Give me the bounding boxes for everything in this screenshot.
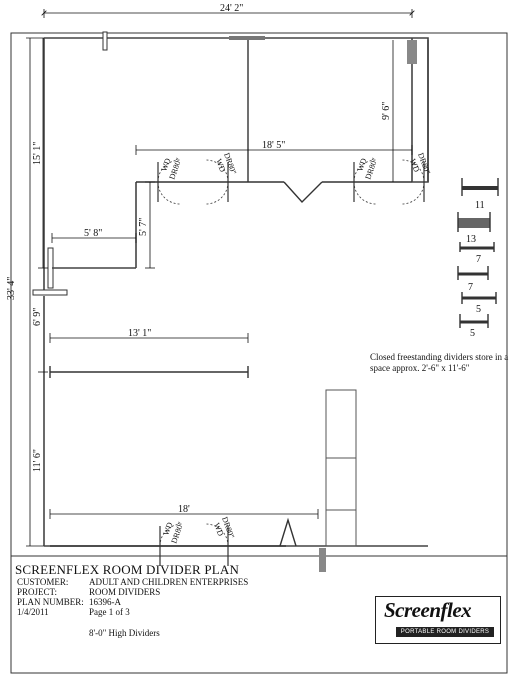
screenflex-logo: Screenflex PORTABLE ROOM DIVIDERS [375, 596, 501, 644]
stored-divider-label: 5 [470, 328, 475, 339]
plan-title: SCREENFLEX ROOM DIVIDER PLAN [15, 562, 240, 577]
door-labels-upper: WD DR80" WD DR80" WD DR80" WD DR80" [159, 152, 432, 181]
stored-divider-label: 11 [475, 200, 485, 211]
customer-value: ADULT AND CHILDREN ENTERPRISES [89, 577, 249, 587]
plan-number-value: 16396-A [89, 597, 121, 607]
project-value: ROOM DIVIDERS [89, 587, 161, 597]
stored-divider-5b: 5 [459, 314, 489, 339]
counter-outline [325, 389, 357, 547]
door-swings-upper [157, 159, 425, 205]
door-jamb-left [32, 289, 68, 296]
storage-note: Closed freestanding dividers store in a … [370, 352, 509, 373]
wd-label: WD [408, 158, 421, 174]
stair-hatch-bottom [319, 548, 326, 572]
project-label: PROJECT: [17, 587, 58, 597]
stair-hatch [407, 40, 417, 64]
stored-divider-label: 7 [468, 282, 473, 293]
dim-alcove-width: 5' 8" [84, 228, 102, 239]
dim-right-upper: 9' 6" [381, 102, 392, 120]
wd-label: WD [212, 522, 225, 538]
logo-wordmark: Screenflex [384, 598, 472, 622]
door-swings-lower [159, 523, 229, 547]
dim-mid-span: 13' 1" [128, 328, 151, 339]
wd-label: WD [161, 521, 174, 537]
stored-dividers: 11 13 7 7 5 5 [457, 178, 499, 339]
stored-divider-7: 7 [459, 242, 495, 265]
stored-divider-11: 11 [461, 178, 499, 211]
stored-divider-label: 5 [476, 304, 481, 315]
door-jamb-top [102, 31, 108, 51]
dim-top-width: 24' 2" [220, 3, 243, 14]
customer-label: CUSTOMER: [17, 577, 69, 587]
dim-left-total: 33' 4" [6, 277, 17, 300]
dim-left-lower: 11' 6" [32, 449, 43, 472]
alcove-walls [52, 182, 137, 269]
logo-tagline: PORTABLE ROOM DIVIDERS [396, 627, 494, 637]
wd-label: WD [159, 157, 172, 173]
stored-divider-label: 13 [466, 234, 476, 245]
wd-label: WD [355, 157, 368, 173]
stored-divider-label: 7 [476, 254, 481, 265]
door-labels-lower: WD DR80" WD DR80" [161, 516, 236, 545]
title-block: SCREENFLEX ROOM DIVIDER PLAN CUSTOMER: A… [11, 556, 507, 673]
upper-divider-run [136, 40, 412, 204]
dim-alcove-depth: 5' 7" [138, 218, 149, 236]
sheet-border [10, 32, 508, 674]
room-walls [43, 37, 429, 547]
dim-bottom-span: 18' [178, 504, 190, 515]
plan-date: 1/4/2011 [17, 607, 49, 617]
dim-left-upper: 15' 1" [32, 142, 43, 165]
dim-left-middle: 6' 9" [32, 308, 43, 326]
door-leaves-upper [157, 162, 425, 202]
stored-divider-5: 5 [461, 292, 497, 315]
door-leaves-lower [159, 526, 229, 566]
plan-number-label: PLAN NUMBER: [17, 597, 84, 607]
stored-divider-7b: 7 [457, 266, 489, 293]
lower-divider-run [50, 517, 297, 547]
dimension-lines [26, 9, 412, 547]
divider-height-note: 8'-0" High Dividers [89, 628, 160, 638]
window-top [229, 36, 265, 40]
dim-span-upper: 18' 5" [262, 140, 285, 151]
stored-divider-13: 13 [457, 212, 491, 245]
middle-divider [49, 366, 249, 378]
page-number: Page 1 of 3 [89, 607, 130, 617]
wd-label: WD [214, 158, 227, 174]
